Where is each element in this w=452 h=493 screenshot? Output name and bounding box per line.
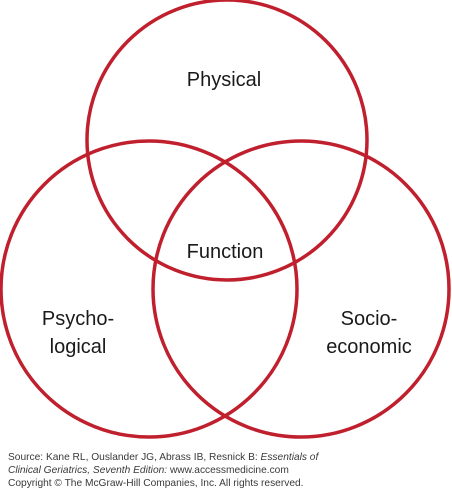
label-socioeconomic-line-1: Socio- [340,308,398,330]
label-physical: Physical [172,66,276,94]
venn-diagram [0,0,451,439]
label-socioeconomic: Socio- economic [306,305,432,361]
source-url: www.accessmedicine.com [167,464,289,476]
circle-physical [85,0,369,282]
label-psychological: Psycho- logical [18,305,138,361]
label-function: Function [166,238,284,266]
source-book-line-2: Clinical Geriatrics, Seventh Edition: [8,464,168,476]
label-socioeconomic-line-2: economic [326,336,412,358]
source-book-line-1: Essentials of [260,452,319,463]
label-physical-line-1: Physical [186,69,262,91]
label-psychological-line-2: logical [49,336,107,358]
circle-psychological [0,139,299,439]
source-prefix: Source: Kane RL, Ouslander JG, Abrass IB… [8,452,261,463]
circle-socioeconomic [151,139,451,439]
copyright-notice: Copyright © The McGraw-Hill Companies, I… [8,478,304,489]
label-psychological-line-1: Psycho- [41,308,115,330]
source-citation: Source: Kane RL, Ouslander JG, Abrass IB… [8,452,448,477]
label-function-text: Function [186,241,264,263]
